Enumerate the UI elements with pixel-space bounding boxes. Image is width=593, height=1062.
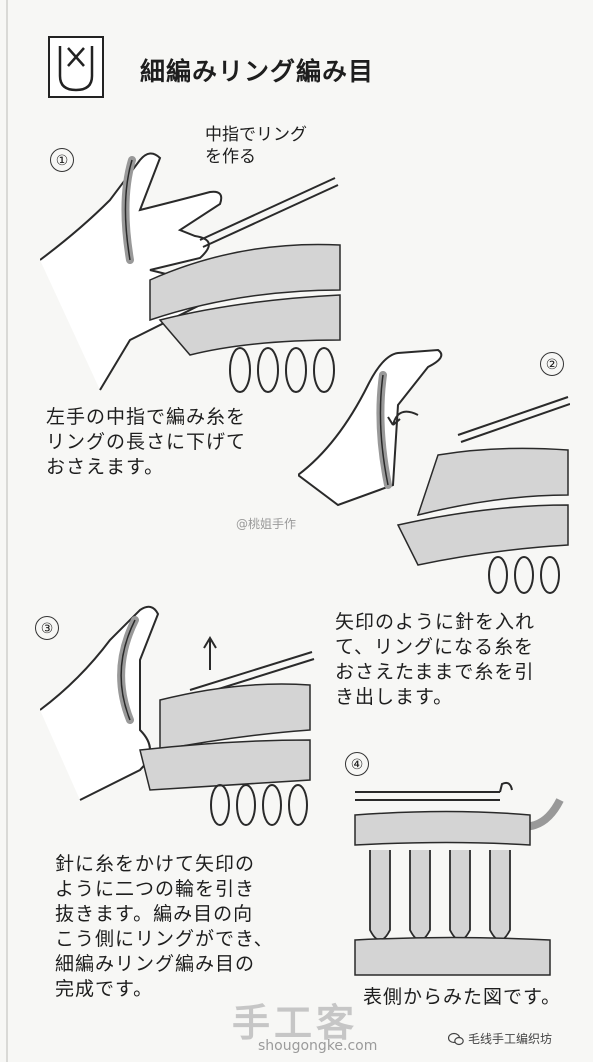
callout-line: を作る — [205, 147, 256, 167]
step-3-text: 針に糸をかけて矢印の ように二つの輪を引き 抜きます。編み目の向 こう側にリング… — [55, 852, 274, 1002]
text-line: こう側にリングができ、 — [55, 928, 274, 950]
text-line: き出します。 — [335, 686, 454, 708]
step-1-text: 左手の中指で編み糸を リングの長さに下げて おさえます。 — [46, 405, 246, 480]
text-line: リングの長さに下げて — [46, 431, 247, 453]
step-4-caption: 表側からみた図です。 — [363, 986, 562, 1008]
wechat-icon — [448, 1032, 464, 1045]
step-2-text: 矢印のように針を入れ て、リングになる糸を おさえたままで糸を引 き出します。 — [335, 610, 535, 710]
text-line: 細編みリング編み目の — [55, 953, 256, 975]
weibo-watermark: @桃姐手作 — [236, 517, 297, 531]
step-number-3: ③ — [35, 616, 59, 640]
step-number-2: ② — [540, 352, 564, 376]
step-4-illustration — [350, 780, 565, 980]
knit-symbol-icon — [48, 36, 104, 98]
step-3-illustration — [40, 600, 315, 835]
step-1-callout: 中指でリング を作る — [205, 124, 307, 168]
text-line: 左手の中指で編み糸を — [46, 406, 247, 428]
callout-line: 中指でリング — [205, 125, 307, 145]
page-title: 細編みリング編み目 — [140, 57, 375, 86]
wechat-account-name: 毛线手工编织坊 — [468, 1032, 553, 1046]
site-logo-watermark: 手工客 — [232, 1001, 359, 1045]
page-edge-line — [6, 0, 8, 1062]
step-number-4: ④ — [345, 752, 369, 776]
text-line: おさえます。 — [46, 456, 165, 478]
text-line: 抜きます。編み目の向 — [55, 903, 254, 925]
text-line: 完成です。 — [55, 978, 154, 1000]
site-url-watermark: shougongke.com — [258, 1038, 378, 1054]
text-line: て、リングになる糸を — [335, 636, 535, 658]
step-number-1: ① — [50, 148, 74, 172]
step-1-illustration — [40, 140, 350, 400]
wechat-watermark: 毛线手工编织坊 — [448, 1030, 552, 1047]
text-line: ように二つの輪を引き — [55, 878, 256, 900]
step-2-illustration — [298, 345, 570, 595]
text-line: 針に糸をかけて矢印の — [55, 853, 256, 875]
text-line: おさえたままで糸を引 — [335, 661, 535, 683]
text-line: 矢印のように針を入れ — [335, 611, 536, 633]
